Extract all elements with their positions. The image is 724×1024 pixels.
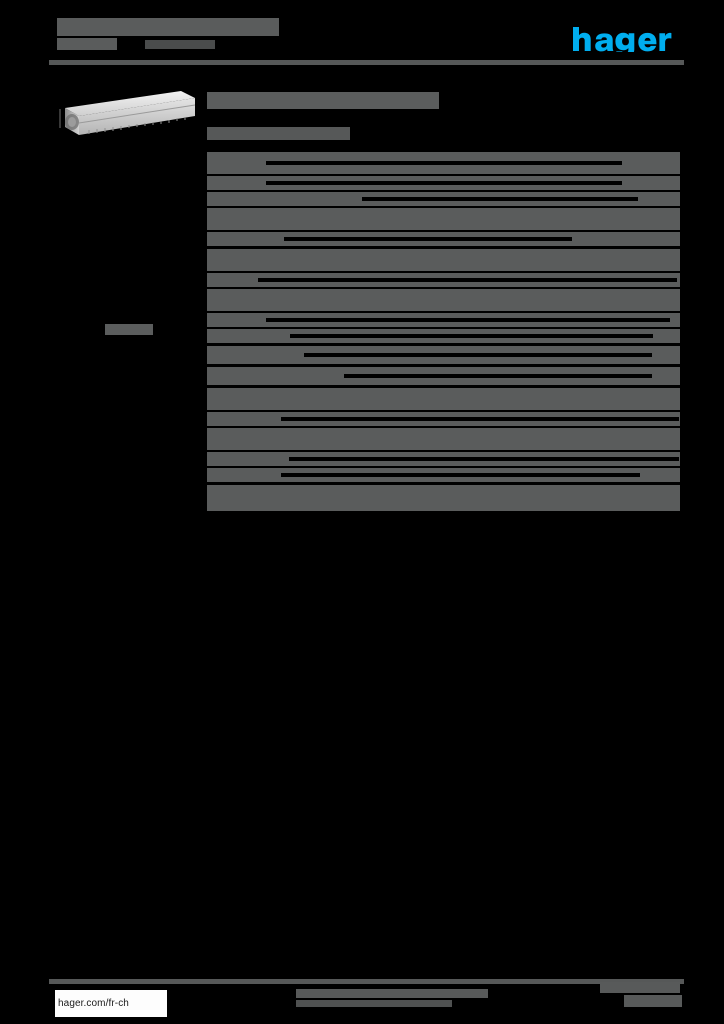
row-leader xyxy=(258,278,677,282)
table-row xyxy=(207,452,680,466)
row-leader xyxy=(289,457,679,461)
page-header xyxy=(0,0,724,72)
website-url-box[interactable]: hager.com/fr-ch xyxy=(55,990,167,1017)
table-row xyxy=(207,428,680,450)
table-row xyxy=(207,388,680,410)
page-footer: hager.com/fr-ch xyxy=(0,976,724,1024)
row-leader xyxy=(266,181,622,185)
page-title-second-line xyxy=(57,38,117,50)
footer-center-line-2 xyxy=(296,1000,452,1007)
table-row xyxy=(207,232,680,246)
page-title xyxy=(57,18,279,36)
table-row xyxy=(207,468,680,482)
specifications-table xyxy=(207,152,680,514)
table-row xyxy=(207,176,680,190)
header-divider xyxy=(49,60,684,65)
table-row xyxy=(207,485,680,511)
page-subtitle xyxy=(145,40,215,49)
product-caption xyxy=(105,324,153,335)
row-leader xyxy=(304,353,652,357)
page-number xyxy=(624,995,682,1007)
main-content xyxy=(207,82,684,140)
spec-group xyxy=(207,152,680,246)
row-leader xyxy=(266,161,622,165)
table-row xyxy=(207,313,680,327)
table-row xyxy=(207,192,680,206)
row-leader xyxy=(290,334,653,338)
spec-group xyxy=(207,249,680,343)
table-row xyxy=(207,152,680,174)
table-row xyxy=(207,289,680,311)
hager-logo xyxy=(571,26,678,52)
row-leader xyxy=(266,318,670,322)
table-row xyxy=(207,329,680,343)
row-leader xyxy=(284,237,572,241)
product-image xyxy=(49,82,199,148)
spec-group xyxy=(207,346,680,364)
section-title xyxy=(207,92,439,109)
page-number-top xyxy=(600,982,680,993)
table-row xyxy=(207,208,680,230)
website-url[interactable]: hager.com/fr-ch xyxy=(58,998,129,1009)
table-row xyxy=(207,273,680,287)
left-column xyxy=(49,82,199,335)
table-row xyxy=(207,412,680,426)
row-leader xyxy=(281,473,640,477)
footer-divider xyxy=(49,979,684,984)
table-row xyxy=(207,249,680,271)
spec-group xyxy=(207,485,680,511)
footer-center-text xyxy=(296,989,488,1009)
table-row xyxy=(207,367,680,385)
row-leader xyxy=(344,374,652,378)
footer-center-line-1 xyxy=(296,989,488,998)
row-leader xyxy=(362,197,638,201)
spec-group xyxy=(207,388,680,482)
page-number-box xyxy=(600,982,682,1007)
section-subtitle xyxy=(207,127,350,140)
table-row xyxy=(207,346,680,364)
spec-group xyxy=(207,367,680,385)
row-leader xyxy=(281,417,679,421)
